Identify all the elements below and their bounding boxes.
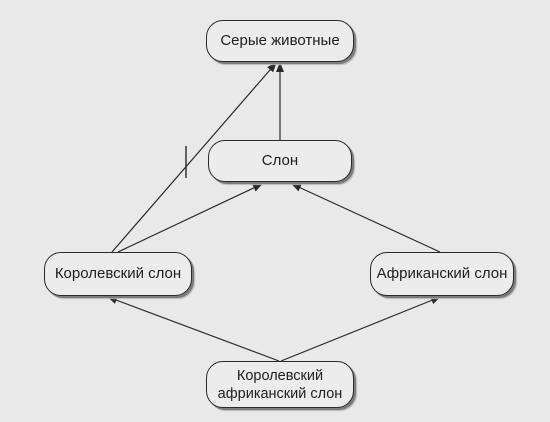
node-royal-african-elephant-line1: Королевский [236, 367, 324, 384]
node-elephant: Слон [208, 140, 352, 182]
node-royal-elephant: Королевский слон [44, 252, 192, 296]
edge-royal-to-gray-animals [111, 62, 277, 253]
edge-african-to-elephant [291, 183, 441, 253]
node-royal-african-elephant-text: Королевский африканский слон [218, 367, 343, 403]
edge-royal-african-to-royal [107, 296, 280, 362]
node-elephant-label: Слон [261, 152, 299, 169]
node-gray-animals: Серые животные [206, 20, 354, 62]
node-gray-animals-label: Серые животные [220, 32, 340, 49]
edge-royal-to-elephant [117, 183, 263, 253]
node-royal-elephant-label: Королевский слон [54, 265, 182, 282]
edge-royal-african-to-african [280, 296, 441, 362]
node-african-elephant: Африканский слон [370, 252, 514, 296]
node-royal-african-elephant-line2: африканский слон [217, 385, 343, 402]
node-african-elephant-label: Африканский слон [376, 265, 508, 282]
node-royal-african-elephant: Королевский африканский слон [206, 361, 354, 408]
